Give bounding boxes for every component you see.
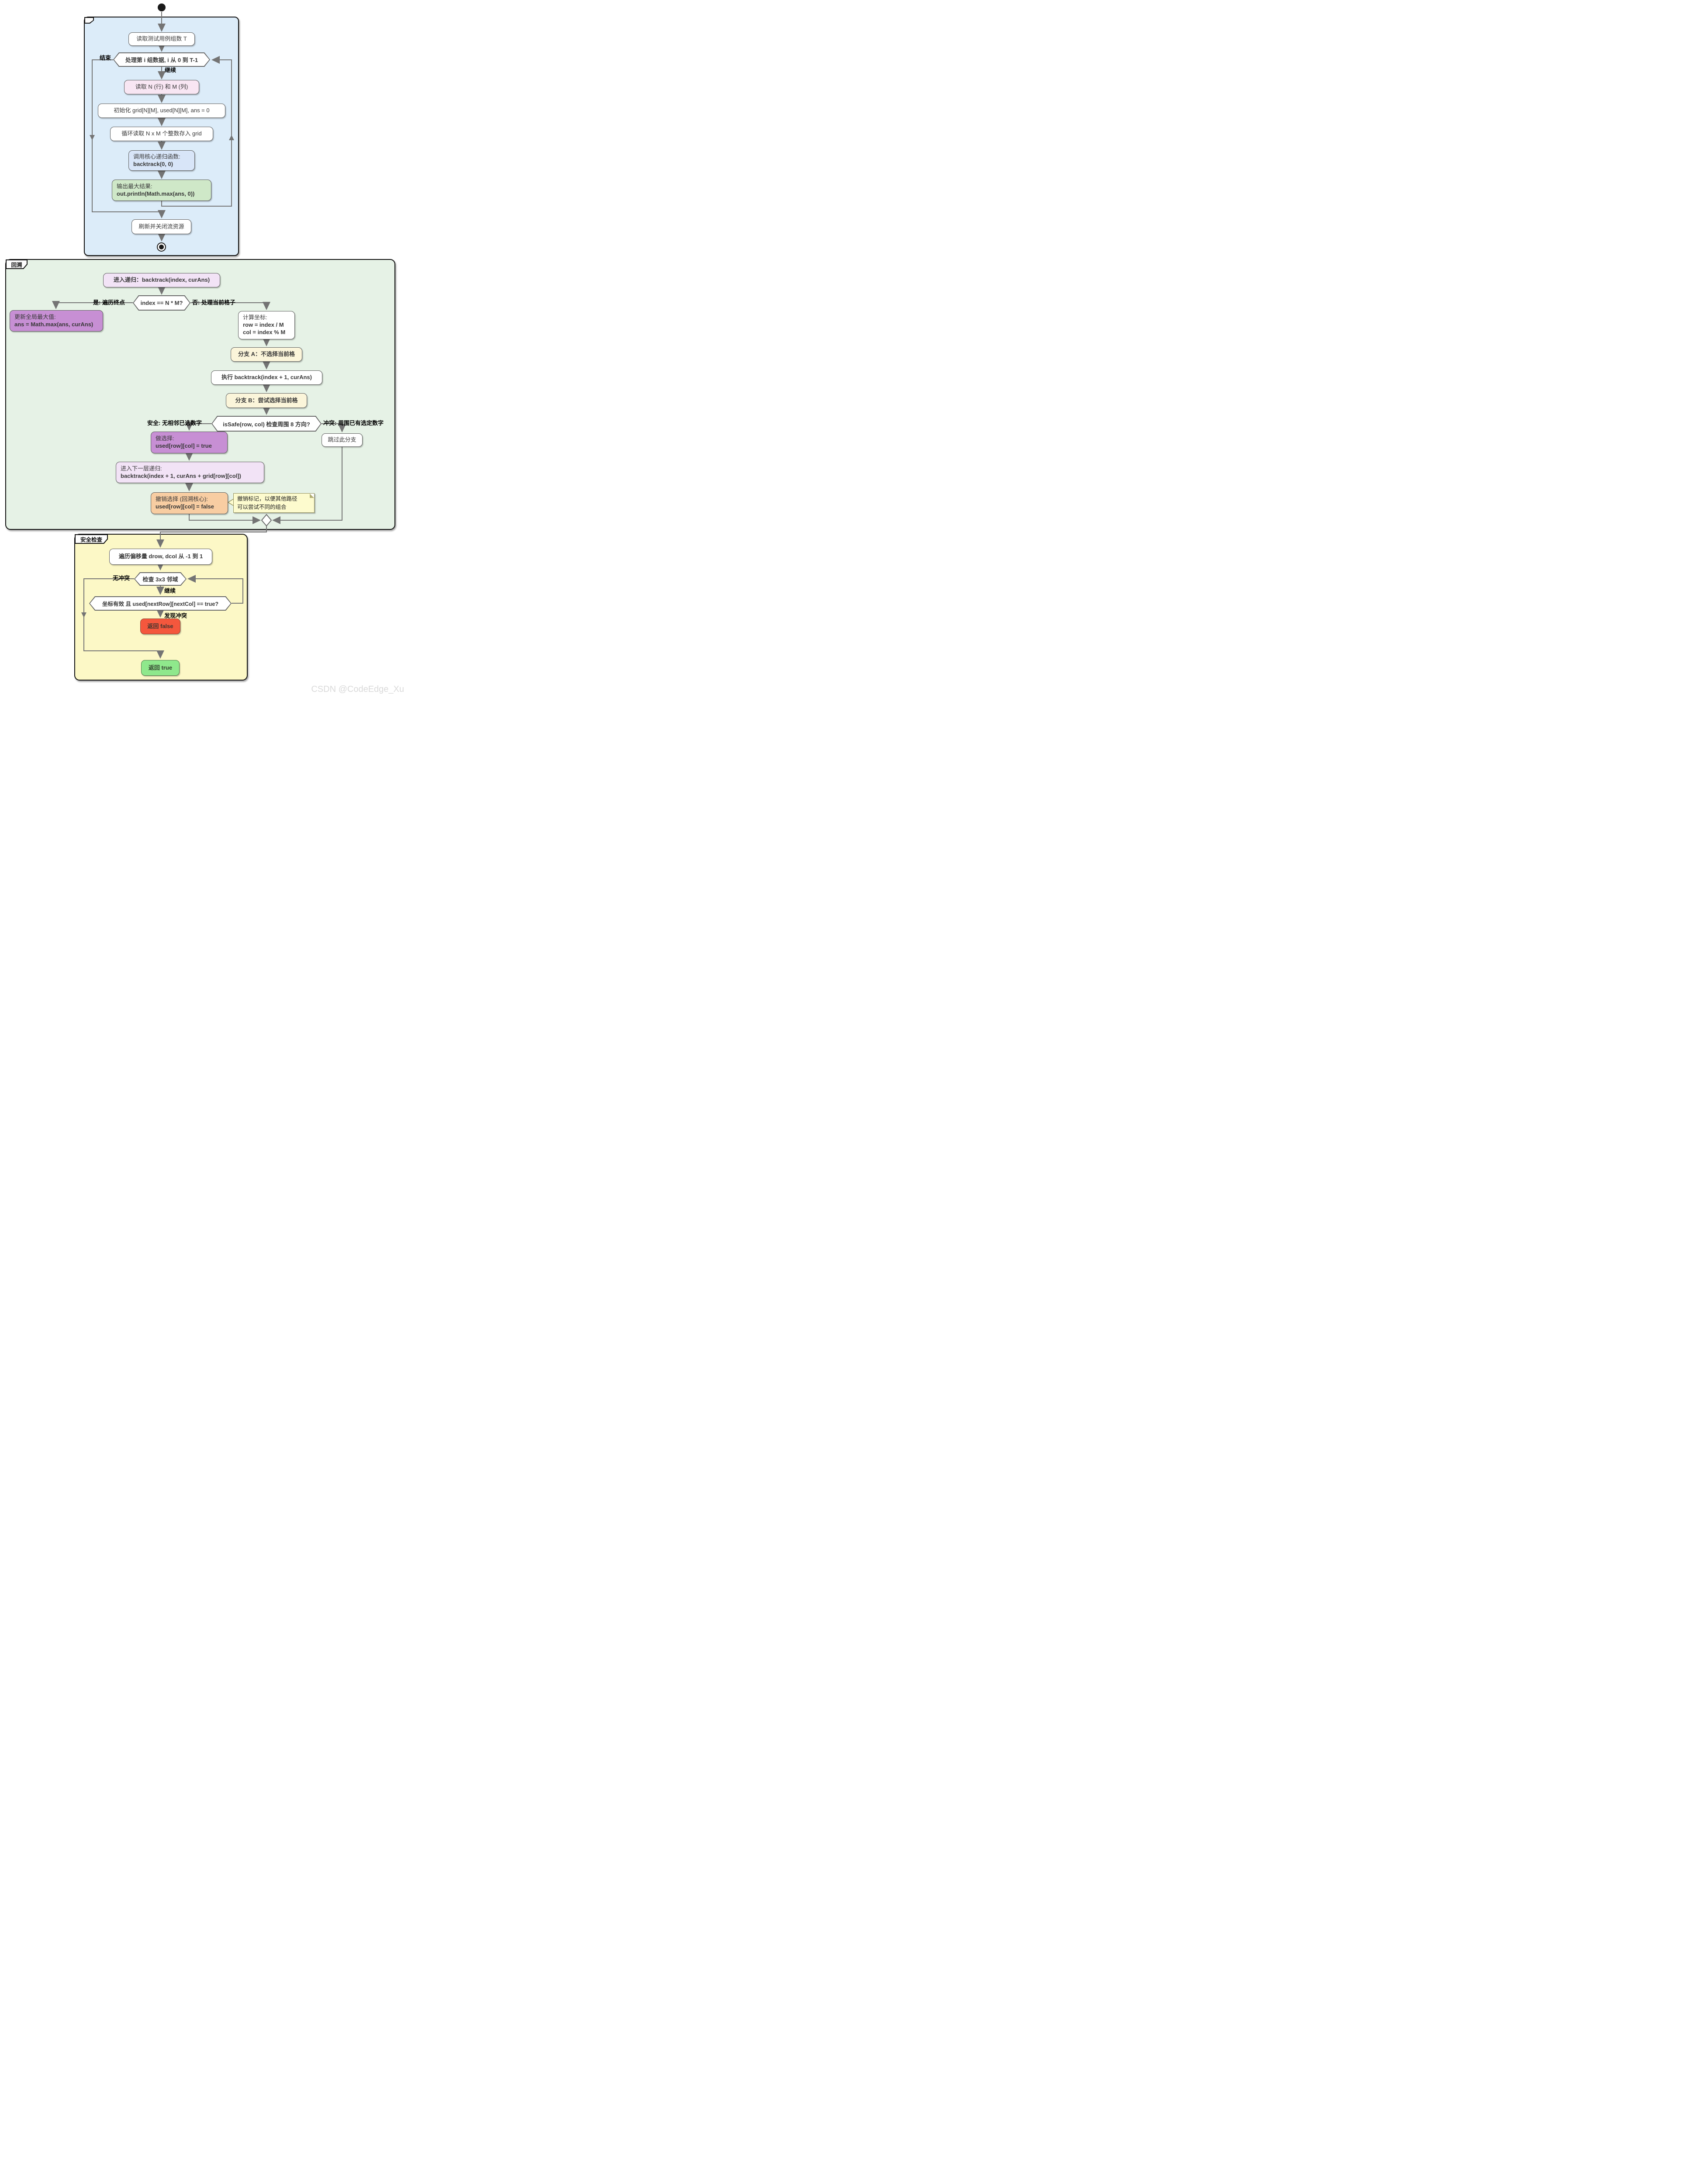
decision-is-safe: isSafe(row, col) 检查周围 8 方向? [211, 416, 322, 432]
update-max-line1: 更新全局最大值: [14, 313, 56, 320]
output-line2: out.println(Math.max(ans, 0)) [117, 190, 195, 197]
activity-skip-branch: 跳过此分支 [322, 433, 363, 447]
decision-neighborhood: 检查 3x3 邻域 [134, 572, 187, 586]
note-undo-explanation: 撤销标记，以便其他路径 可以尝试不同的组合 [233, 493, 315, 513]
return-true-text: 返回 true [148, 664, 173, 671]
compute-coords-line3: col = index % M [243, 328, 286, 335]
frame-backtrack-tab: 回溯 [6, 259, 28, 269]
edge-label-continue-2: 继续 [164, 587, 176, 594]
merge-diamond [261, 514, 272, 527]
activity-read-nm-text: 读取 N (行) 和 M (列) [135, 83, 188, 90]
csdn-watermark: CSDN @CodeEdge_Xu [311, 684, 404, 694]
iterate-offsets-text: 遍历偏移量 drow, dcol 从 -1 到 1 [118, 553, 203, 560]
exec-branch-a-text: 执行 backtrack(index + 1, curAns) [221, 374, 312, 381]
edge-label-safe: 安全: 无相邻已选数字 [147, 420, 202, 426]
frame-backtrack: 回溯 [5, 259, 395, 530]
call-recursion-line2: backtrack(0, 0) [133, 160, 173, 167]
activity-branch-b: 分支 B：尝试选择当前格 [226, 393, 307, 408]
activity-enter-recursion: 进入递归：backtrack(index, curAns) [103, 273, 220, 287]
decision-is-safe-text: isSafe(row, col) 检查周围 8 方向? [212, 417, 321, 431]
decision-terminal-check-text: index == N * M? [134, 296, 190, 310]
activity-init-text: 初始化 grid[N][M], used[N][M], ans = 0 [114, 107, 210, 114]
activity-read-grid: 循环读取 N x M 个整数存入 grid [110, 127, 213, 141]
activity-diagram: 回溯 安全检查 [0, 0, 408, 698]
activity-init: 初始化 grid[N][M], used[N][M], ans = 0 [98, 104, 225, 118]
frame-safety-tab: 安全检查 [75, 534, 108, 544]
activity-recurse-deeper: 进入下一层递归: backtrack(index + 1, curAns + g… [116, 462, 264, 483]
compute-coords-line1: 计算坐标: [243, 314, 267, 321]
activity-branch-a: 分支 A：不选择当前格 [231, 347, 302, 362]
recurse-deeper-line1: 进入下一层递归: [121, 465, 162, 472]
compute-coords-line2: row = index / M [243, 321, 284, 328]
activity-make-choice: 做选择: used[row][col] = true [151, 432, 228, 453]
edge-label-yes: 是: 遍历终点 [93, 299, 125, 306]
activity-exec-branch-a: 执行 backtrack(index + 1, curAns) [211, 370, 322, 385]
activity-read-t-text: 读取测试用例组数 T [136, 35, 187, 42]
activity-read-nm: 读取 N (行) 和 M (列) [124, 80, 199, 94]
activity-read-grid-text: 循环读取 N x M 个整数存入 grid [121, 130, 202, 137]
decision-validity: 坐标有效 且 used[nextRow][nextCol] == true? [89, 596, 232, 611]
edge-label-conflict-found: 发现冲突 [164, 612, 187, 619]
skip-branch-text: 跳过此分支 [328, 436, 356, 443]
activity-return-false: 返回 false [140, 619, 180, 634]
start-node [158, 3, 166, 11]
activity-undo-choice: 撤销选择 (回溯核心): used[row][col] = false [151, 492, 228, 514]
activity-return-true: 返回 true [141, 660, 180, 676]
call-recursion-line1: 调用核心递归函数: [133, 153, 180, 160]
enter-recursion-text: 进入递归：backtrack(index, curAns) [113, 276, 210, 283]
decision-loop-header: 处理第 i 组数据, i 从 0 到 T-1 [113, 52, 210, 67]
edge-label-end: 结束 [100, 55, 111, 61]
end-node [157, 242, 166, 252]
activity-call-recursion: 调用核心递归函数: backtrack(0, 0) [128, 150, 195, 171]
edge-label-no: 否: 处理当前格子 [192, 299, 235, 306]
edge-label-continue: 继续 [165, 67, 176, 73]
frame-main-tab [84, 17, 94, 24]
frame-safety-label: 安全检查 [76, 535, 107, 543]
frame-backtrack-label: 回溯 [7, 260, 27, 268]
flow-edges [52, 12, 346, 659]
output-line1: 输出最大结果: [117, 183, 152, 190]
note-line2: 可以尝试不同的组合 [237, 504, 287, 510]
make-choice-line2: used[row][col] = true [156, 442, 212, 449]
update-max-line2: ans = Math.max(ans, curAns) [14, 321, 93, 328]
decision-loop-header-text: 处理第 i 组数据, i 从 0 到 T-1 [114, 53, 209, 66]
activity-iterate-offsets: 遍历偏移量 drow, dcol 从 -1 到 1 [109, 549, 212, 565]
edge-label-no-conflict: 无冲突 [113, 575, 130, 581]
activity-close-streams: 刷新并关闭流资源 [131, 219, 191, 234]
undo-choice-line2: used[row][col] = false [156, 503, 214, 510]
activity-read-t: 读取测试用例组数 T [128, 32, 195, 46]
decision-neighborhood-text: 检查 3x3 邻域 [135, 573, 186, 585]
activity-compute-coords: 计算坐标: row = index / M col = index % M [238, 311, 295, 339]
return-false-text: 返回 false [147, 622, 173, 629]
branch-a-text: 分支 A：不选择当前格 [238, 351, 295, 358]
activity-output: 输出最大结果: out.println(Math.max(ans, 0)) [112, 180, 211, 201]
activity-update-max: 更新全局最大值: ans = Math.max(ans, curAns) [10, 310, 103, 332]
edge-label-conflict: 冲突: 周围已有选定数字 [323, 420, 384, 426]
recurse-deeper-line2: backtrack(index + 1, curAns + grid[row][… [121, 472, 241, 479]
undo-choice-line1: 撤销选择 (回溯核心): [156, 496, 208, 503]
branch-b-text: 分支 B：尝试选择当前格 [235, 397, 298, 404]
note-line1: 撤销标记，以便其他路径 [237, 496, 297, 502]
decision-validity-text: 坐标有效 且 used[nextRow][nextCol] == true? [90, 597, 231, 610]
close-streams-text: 刷新并关闭流资源 [138, 223, 184, 230]
decision-terminal-check: index == N * M? [133, 295, 190, 311]
make-choice-line1: 做选择: [156, 435, 174, 442]
